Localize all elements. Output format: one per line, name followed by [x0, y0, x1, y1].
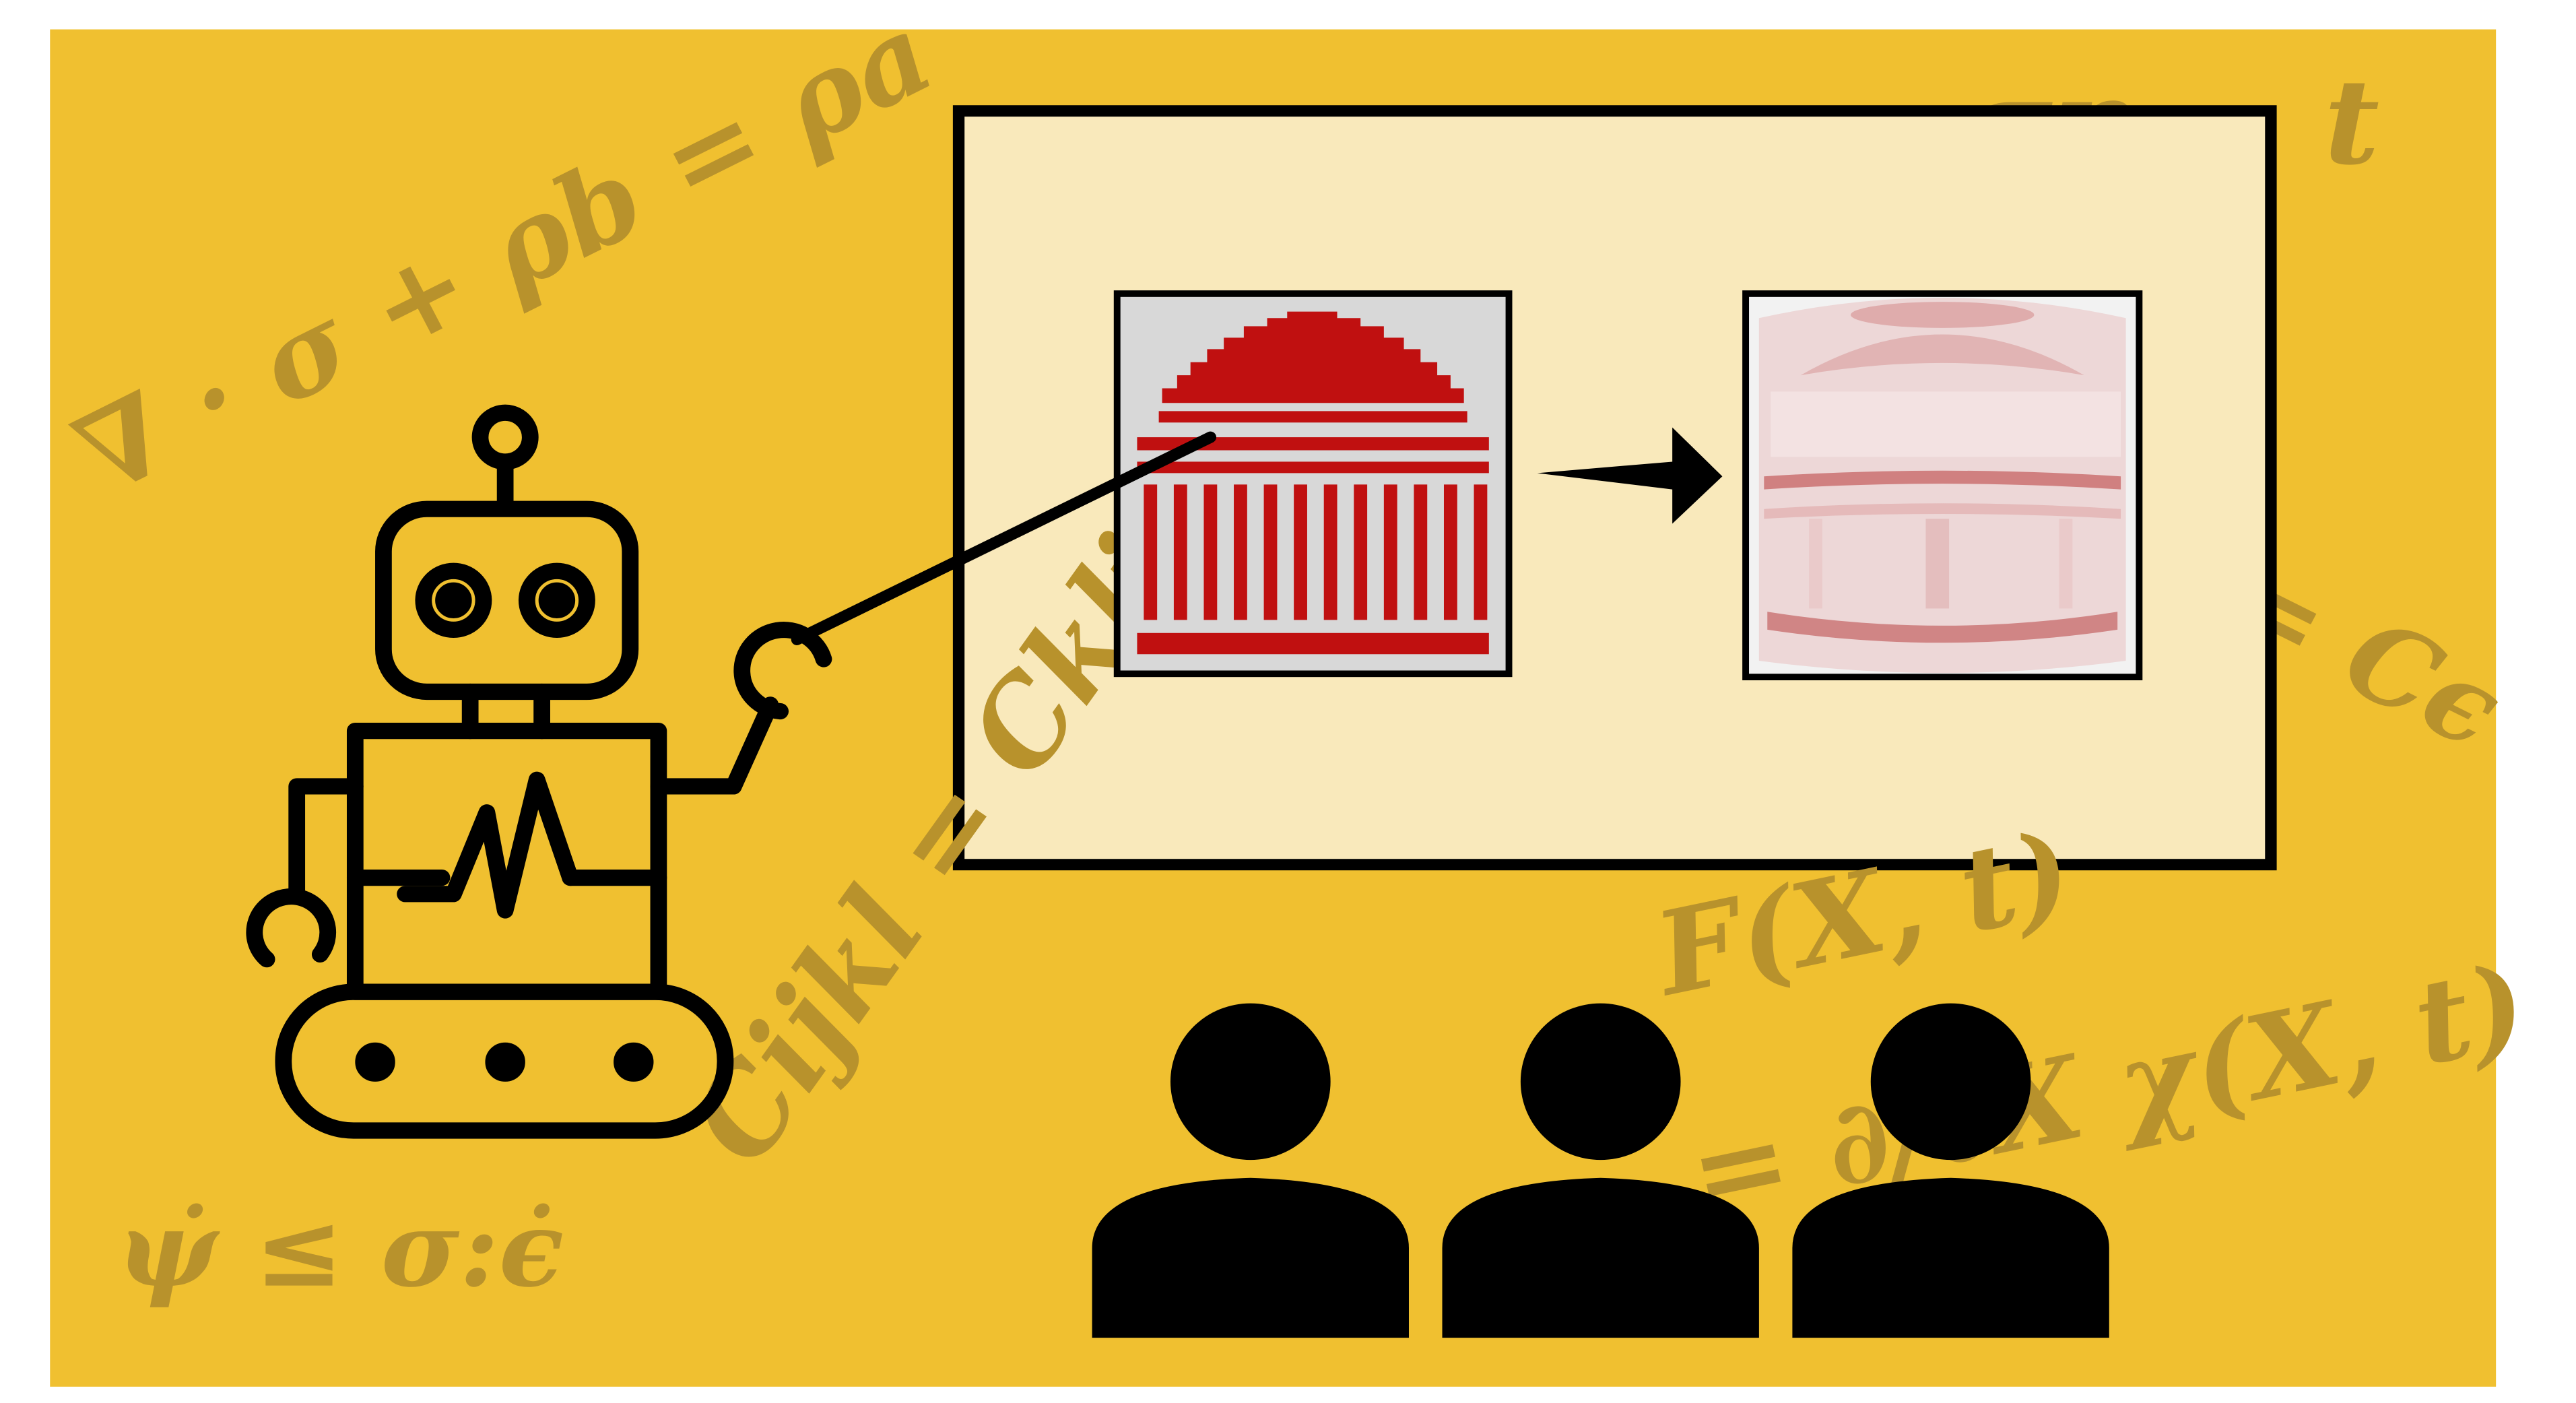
- person-icon: [1442, 1003, 1759, 1338]
- equation-dissipation: ψ̇ ≤ σ:ϵ̇: [117, 1187, 564, 1310]
- dome-building-icon: [1137, 311, 1489, 655]
- robot-icon: [246, 404, 832, 1139]
- deformed-shape-icon: [1758, 298, 2126, 674]
- person-icon: [1792, 1003, 2109, 1338]
- input-dome-image: [1113, 290, 1513, 678]
- arrow-right-icon: [1537, 427, 1723, 524]
- person-icon: [1092, 1003, 1409, 1338]
- output-deformed-image: [1742, 290, 2143, 681]
- pointer-stick-icon: [791, 431, 1217, 645]
- audience: [1092, 1003, 2109, 1338]
